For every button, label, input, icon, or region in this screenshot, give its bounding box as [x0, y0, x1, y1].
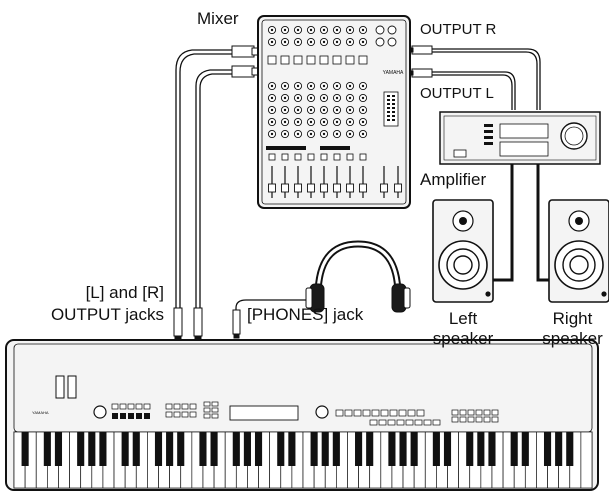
cables	[175, 48, 552, 338]
keyboard-logo: YAMAHA	[32, 410, 49, 415]
label-output-r: OUTPUT R	[420, 21, 497, 38]
xlr-plug-icon	[231, 65, 255, 78]
label-amplifier: Amplifier	[420, 170, 487, 189]
amplifier-device	[439, 111, 601, 165]
mixer-logo: YAMAHA	[383, 70, 404, 76]
cable-keyboard-l-to-mixer	[175, 49, 232, 338]
amplifier-display	[499, 123, 549, 139]
label-left-speaker-line1: Left	[448, 309, 478, 328]
phones-plug-icon	[232, 309, 241, 335]
headphones-icon	[305, 240, 411, 313]
keyboard-display	[229, 405, 299, 421]
label-lr-output-line1: [L] and [R]	[85, 283, 164, 302]
keyboard-panel-buttons	[111, 401, 499, 426]
cable-amp-to-left-speaker	[488, 162, 514, 282]
cable-output-r	[432, 48, 541, 110]
output-l-plug-icon	[411, 68, 433, 78]
right-speaker-device	[548, 199, 609, 303]
master-volume-knob	[93, 405, 107, 419]
label-mixer: Mixer	[197, 9, 239, 28]
label-left-speaker-line2: speaker	[432, 329, 494, 348]
amplifier-power-button	[453, 149, 467, 158]
cable-keyboard-r-to-mixer	[195, 69, 232, 338]
jack-plug-icon	[173, 307, 183, 337]
white-keys	[13, 431, 593, 489]
modulation-wheel	[67, 375, 77, 399]
cable-amp-to-right-speaker	[536, 162, 552, 282]
jack-plug-icon	[193, 307, 203, 337]
label-lr-output-line2: OUTPUT jacks	[50, 305, 164, 324]
label-right-speaker-line2: speaker	[542, 329, 603, 348]
mixer-device: YAMAHA	[257, 15, 411, 209]
label-right-speaker-line1: Right	[552, 309, 593, 328]
label-phones-jack: [PHONES] jack	[247, 305, 364, 324]
cable-output-l	[432, 71, 516, 110]
pitch-bend-wheel	[55, 375, 65, 399]
xlr-plug-icon	[231, 45, 255, 58]
output-r-plug-icon	[411, 45, 433, 55]
left-speaker-device	[432, 199, 494, 303]
data-dial-knob	[315, 405, 329, 419]
mixer-meter	[383, 91, 399, 127]
stage-piano-keyboard: YAMAHA	[5, 339, 599, 491]
label-output-l: OUTPUT L	[420, 85, 494, 102]
cable-headphones	[235, 299, 318, 336]
mixer-control-grid	[266, 25, 397, 161]
mixer-faders	[268, 166, 402, 198]
black-keys	[21, 432, 574, 466]
